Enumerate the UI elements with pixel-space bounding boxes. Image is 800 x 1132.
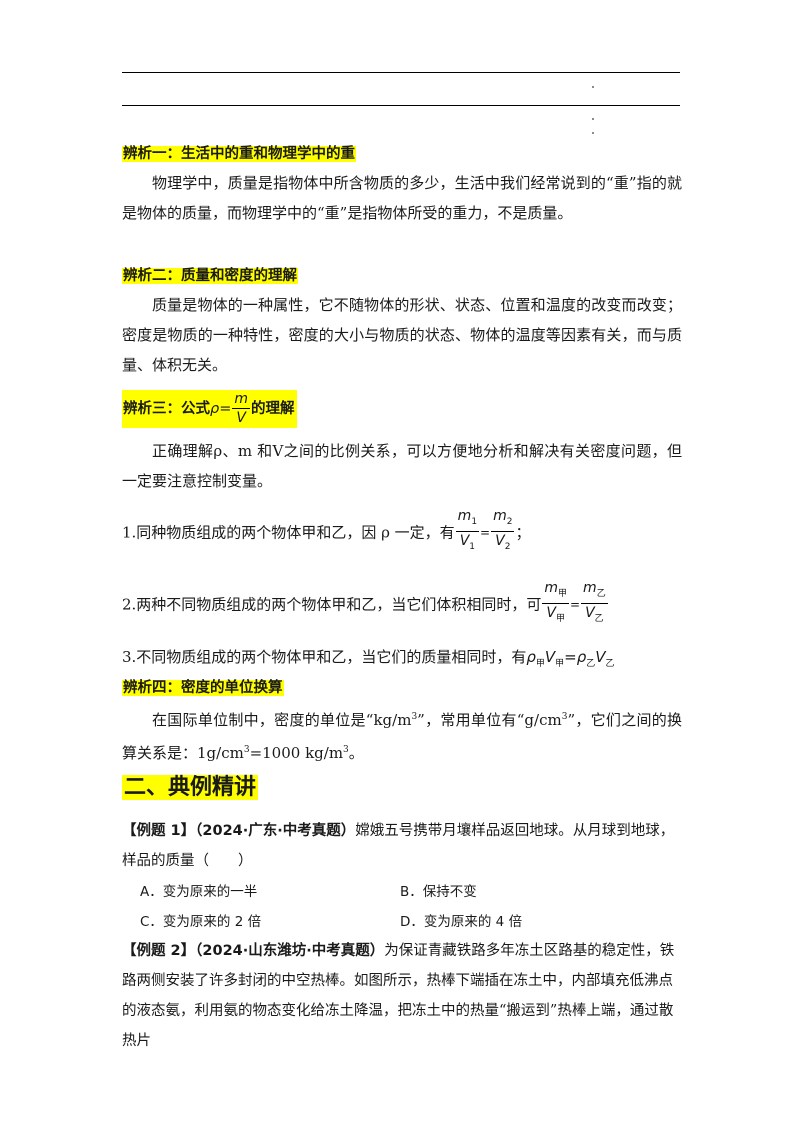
header-dot bbox=[592, 118, 594, 120]
example1-option-b[interactable]: B．保持不变 bbox=[400, 884, 477, 900]
example1-source: （2024·广东·中考真题） bbox=[195, 823, 356, 839]
header-bottom-rule bbox=[122, 105, 680, 106]
example1-option-d[interactable]: D．变为原来的 4 倍 bbox=[400, 914, 523, 930]
analysis2-body: 质量是物体的一种属性，它不随物体的形状、状态、位置和温度的改变而改变；密度是物质… bbox=[122, 296, 682, 374]
analysis3-body: 正确理解ρ、m 和V之间的比例关系，可以方便地分析和解决有关密度问题，但一定要注… bbox=[122, 442, 682, 490]
analysis1-heading: 辨析一：生活中的重和物理学中的重 bbox=[122, 146, 356, 162]
analysis4-heading: 辨析四：密度的单位换算 bbox=[122, 680, 284, 696]
header-dot bbox=[592, 132, 594, 134]
rho-symbol: ρ bbox=[210, 401, 220, 417]
example1-option-c[interactable]: C．变为原来的 2 倍 bbox=[140, 914, 262, 930]
header-top-rule bbox=[122, 72, 680, 73]
example1-option-a[interactable]: A．变为原来的一半 bbox=[140, 884, 258, 900]
analysis3-item3: 3.不同物质组成的两个物体甲和乙，当它们的质量相同时，有ρ甲V甲=ρ乙V乙 bbox=[122, 648, 615, 669]
example2-label: 【例题 2】 bbox=[122, 943, 196, 959]
analysis4-body: 在国际单位制中，密度的单位是“kg/m3”，常用单位有“g/cm3”，它们之间的… bbox=[122, 711, 683, 762]
example1-label: 【例题 1】 bbox=[122, 823, 196, 839]
example1-question: 【例题 1】（2024·广东·中考真题）嫦娥五号携带月壤样品返回地球。从月球到地… bbox=[122, 823, 675, 869]
section-title: 二、典例精讲 bbox=[122, 775, 259, 800]
header-dot bbox=[592, 86, 594, 88]
example2-question: 【例题 2】（2024·山东潍坊·中考真题）为保证青藏铁路多年冻土区路基的稳定性… bbox=[122, 943, 675, 1049]
analysis1-body: 物理学中，质量是指物体中所含物质的多少，生活中我们经常说到的“重”指的就是物体的… bbox=[122, 174, 682, 222]
analysis2-heading: 辨析二：质量和密度的理解 bbox=[122, 268, 298, 284]
equal-mass-formula: ρ甲V甲=ρ乙V乙 bbox=[526, 648, 615, 669]
example2-source: （2024·山东潍坊·中考真题） bbox=[195, 943, 385, 959]
